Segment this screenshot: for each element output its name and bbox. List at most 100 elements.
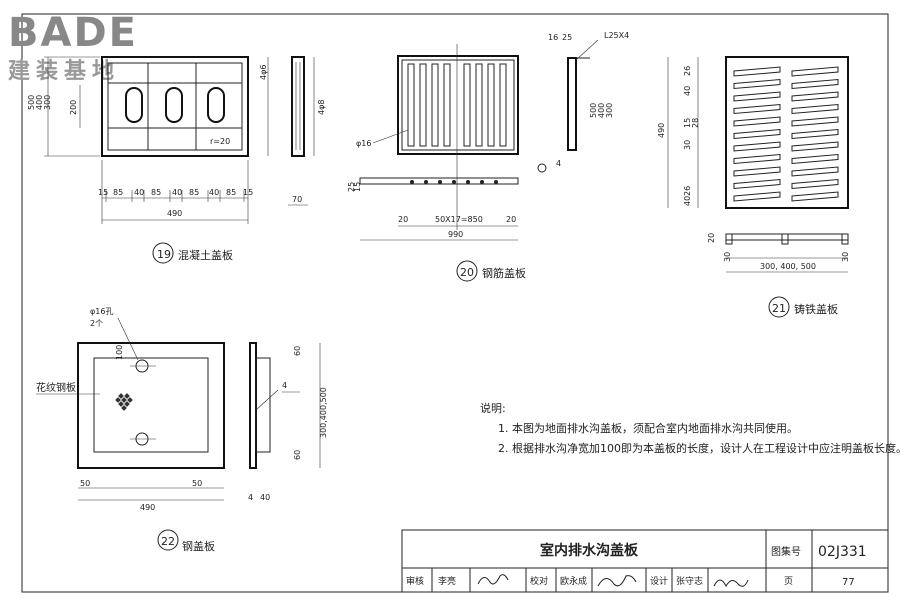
cast-slot xyxy=(791,141,839,152)
concrete-section xyxy=(291,56,305,157)
figure-22-steel-cover: φ16孔 2个 100 花纹钢板 50 50 490 4 60 60 300,4… xyxy=(36,307,328,553)
drawing-title: 室内排水沟盖板 xyxy=(540,542,639,559)
dim-label: 26 xyxy=(683,66,692,76)
total-length-label: 990 xyxy=(448,230,463,239)
check-label: 校对 xyxy=(530,575,548,587)
note-item: 1. 本图为地面排水沟盖板，须配合室内地面排水沟共同使用。 xyxy=(498,421,798,435)
reviewer-signature xyxy=(477,574,509,585)
designer-name: 张守志 xyxy=(676,575,703,587)
figure-title: 混凝土盖板 xyxy=(178,248,233,262)
total-width-label: 490 xyxy=(140,503,155,512)
corner-radius-label: r=20 xyxy=(210,137,230,146)
dim-label: 500 xyxy=(589,103,598,118)
concrete-plate-outline xyxy=(101,56,249,157)
dim-label: 300 xyxy=(605,103,614,118)
dim-label: 4 xyxy=(556,159,561,168)
checker-signature xyxy=(597,575,637,587)
rebar-frame xyxy=(397,55,519,155)
figure-19-concrete-cover: r=20 15 85 40 85 40 85 40 85 15 490 500 … xyxy=(27,56,326,264)
figure-number: 21 xyxy=(772,302,786,315)
dim-label: 50 xyxy=(80,479,90,488)
height-label: 490 xyxy=(657,123,666,138)
dim-label: 20 xyxy=(398,215,408,224)
dim-label: 300 xyxy=(43,95,52,110)
figure-number-circle xyxy=(456,260,478,282)
lift-slot xyxy=(125,87,143,123)
cast-slot xyxy=(791,153,839,165)
dim-label: 15 xyxy=(243,188,253,197)
cast-slot xyxy=(791,191,839,202)
dim-label: 85 xyxy=(113,188,123,197)
width-label: 300, 400, 500 xyxy=(760,262,816,271)
dim-label: 26 xyxy=(683,186,692,196)
lift-slot xyxy=(207,87,225,123)
dim-label: 200 xyxy=(69,100,78,115)
cast-slot xyxy=(733,66,781,77)
dim-label: 4 xyxy=(282,381,287,390)
dim-label: 15 xyxy=(353,182,362,192)
hole-label: φ16孔 xyxy=(90,307,113,316)
dim-label: 30 xyxy=(723,252,732,262)
dim-label: 100 xyxy=(115,345,124,360)
cast-slot xyxy=(791,66,839,77)
dim-label: 20 xyxy=(707,233,716,243)
dim-label: 40 xyxy=(172,188,182,197)
lift-slot xyxy=(165,87,183,123)
cast-iron-section xyxy=(725,233,849,241)
dim-label: 50 xyxy=(192,479,202,488)
rebar-section xyxy=(359,177,519,185)
dim-label: 40 xyxy=(134,188,144,197)
figure-20-rebar-cover: φ16 25 15 20 50X17=850 20 990 16 25 L25X… xyxy=(347,31,629,282)
logo: BADE 建装基地 xyxy=(8,10,136,84)
bar-label: φ16 xyxy=(356,139,371,148)
dim-label: 20 xyxy=(506,215,516,224)
rod-end-circle xyxy=(537,163,547,173)
dim-label: 40 xyxy=(209,188,219,197)
angle-label: L25X4 xyxy=(604,31,629,40)
cast-slot xyxy=(733,166,781,177)
cast-slot xyxy=(733,141,781,152)
inner-span-label: 50X17=850 xyxy=(435,215,483,224)
dim-label: 40 xyxy=(683,86,692,96)
figure-number: 19 xyxy=(157,248,171,261)
slot-grid xyxy=(733,66,839,202)
dim-label: 40 xyxy=(260,493,270,502)
cast-slot xyxy=(791,166,839,177)
cast-slot xyxy=(791,91,839,102)
dim-label: 28 xyxy=(691,118,700,128)
dim-label: 16 xyxy=(548,33,558,42)
dim-label: 4 xyxy=(248,493,253,502)
dim-label: 60 xyxy=(293,450,302,460)
plate-label: 花纹钢板 xyxy=(36,381,76,394)
logo-subtitle: 建装基地 xyxy=(8,59,120,84)
notes-heading: 说明: xyxy=(480,401,506,415)
figure-number: 20 xyxy=(460,266,474,279)
dim-label: 15 xyxy=(683,118,692,128)
figure-number-circle xyxy=(157,529,179,551)
cast-slot xyxy=(733,191,781,202)
reviewer-name: 李亮 xyxy=(438,575,456,587)
cast-slot xyxy=(733,153,781,165)
title-block: 室内排水沟盖板 图集号 02J331 审核 李亮 校对 欧永成 设计 张守志 页… xyxy=(401,529,889,593)
figure-number-circle xyxy=(152,242,174,264)
cast-slot xyxy=(791,178,839,190)
dim-label: 400 xyxy=(35,95,44,110)
note-item: 2. 根据排水沟净宽加100即为本盖板的长度，设计人在工程设计中应注明盖板长度。 xyxy=(498,441,900,455)
cast-slot xyxy=(733,128,781,140)
dim-label: 25 xyxy=(347,182,356,192)
dim-label: 30 xyxy=(841,252,850,262)
figure-number-circle xyxy=(768,296,790,318)
dim-label: 60 xyxy=(293,346,302,356)
dim-label: 70 xyxy=(292,195,302,204)
dim-label: 4φ8 xyxy=(317,100,326,115)
dim-label: 30 xyxy=(683,140,692,150)
figure-21-cast-iron-cover: 490 26 40 15 28 30 26 40 20 30 30 300, 4… xyxy=(657,56,850,318)
atlas-number: 02J331 xyxy=(818,544,867,560)
cast-iron-plate xyxy=(725,56,849,209)
checker-name: 欧永成 xyxy=(560,575,587,587)
angle-profile xyxy=(567,57,577,151)
heights-label: 300,400,500 xyxy=(319,387,328,438)
checker-pattern xyxy=(115,393,133,411)
designer-signature xyxy=(713,579,749,588)
